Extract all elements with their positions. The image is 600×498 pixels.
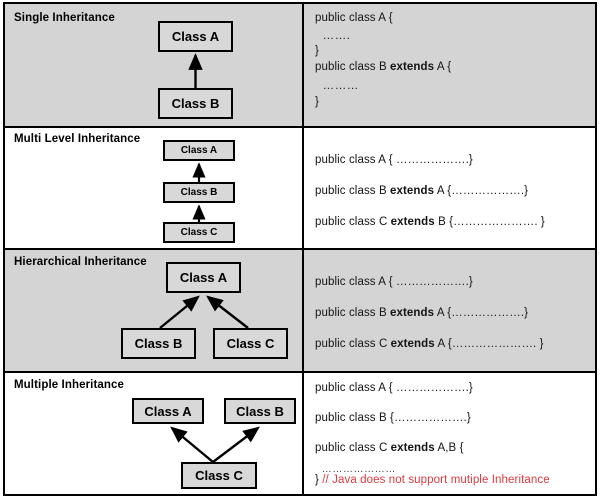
class-box-a[interactable]: Class A: [166, 262, 241, 293]
row-separator-3: [5, 371, 595, 373]
code-line-1: public class A { ……………….}: [315, 276, 473, 288]
diagram-cell-single: Single Inheritance Class A Class B: [5, 4, 302, 126]
code-line-4: public class B extends A {: [315, 61, 451, 73]
class-box-c[interactable]: Class C: [163, 222, 235, 243]
code-line-5: } // Java does not support mutiple Inher…: [315, 474, 550, 486]
class-box-c[interactable]: Class C: [181, 462, 257, 489]
code-text: A {: [434, 61, 452, 73]
code-line-3: public class C extends A {…………………. }: [315, 338, 544, 350]
code-comment: // Java does not support mutiple Inherit…: [322, 474, 550, 486]
code-text: }: [315, 96, 319, 108]
code-text: }: [315, 474, 323, 486]
class-box-b[interactable]: Class B: [121, 328, 196, 359]
code-text: B {…………………. }: [434, 216, 545, 228]
code-line-6: }: [315, 96, 319, 108]
arrow-c-to-a: [170, 426, 214, 463]
code-line-4: …………………: [315, 464, 396, 475]
column-separator-1: [302, 4, 304, 126]
code-text: public class A { ……………….}: [315, 382, 473, 394]
code-line-2: public class B {……………….}: [315, 412, 471, 424]
row-title-hierarchical: Hierarchical Inheritance: [14, 256, 147, 268]
row-separator-2: [5, 248, 595, 250]
class-box-c[interactable]: Class C: [213, 328, 288, 359]
arrow-c-to-a: [206, 295, 249, 329]
code-line-2: public class B extends A {……………….}: [315, 185, 528, 197]
code-text: public class B: [315, 185, 391, 197]
code-keyword: extends: [390, 338, 435, 350]
code-text: public class A { ……………….}: [315, 276, 473, 288]
diagram-cell-hierarchical: Hierarchical Inheritance Class A Class B…: [5, 250, 302, 371]
row-hierarchical-inheritance: Hierarchical Inheritance Class A Class B…: [5, 250, 595, 371]
code-text: public class B: [315, 61, 391, 73]
row-multi-level-inheritance: Multi Level Inheritance Class A Class B …: [5, 128, 595, 248]
column-separator-4: [302, 373, 304, 494]
diagram-cell-multilevel: Multi Level Inheritance Class A Class B …: [5, 128, 302, 248]
code-keyword: extends: [390, 216, 435, 228]
row-title-multiple: Multiple Inheritance: [14, 379, 124, 391]
row-title-single: Single Inheritance: [14, 12, 115, 24]
code-line-2: …….: [315, 30, 351, 42]
inheritance-arrows-multiple: [170, 426, 260, 463]
code-text: …….: [315, 30, 351, 42]
code-keyword: extends: [390, 307, 435, 319]
code-text: public class C: [315, 338, 391, 350]
class-box-b[interactable]: Class B: [158, 88, 233, 119]
code-keyword: extends: [390, 442, 435, 454]
code-line-1: public class A { ……………….}: [315, 382, 473, 394]
code-text: A {…………………. }: [434, 338, 544, 350]
code-line-3: }: [315, 45, 319, 57]
row-title-multilevel: Multi Level Inheritance: [14, 133, 141, 145]
code-text: public class A { ……………….}: [315, 154, 473, 166]
code-text: public class B: [315, 307, 391, 319]
code-text: public class A {: [315, 12, 393, 24]
code-line-3: public class C extends A,B {: [315, 442, 464, 454]
column-separator-2: [302, 128, 304, 248]
code-cell-multiple: public class A { ……………….} public class B…: [304, 373, 595, 494]
diagram-table-frame: Single Inheritance Class A Class B publi…: [3, 2, 597, 496]
arrow-c-to-b: [212, 426, 260, 463]
code-keyword: extends: [390, 185, 435, 197]
code-keyword: extends: [390, 61, 435, 73]
code-text: ………: [315, 80, 359, 92]
code-text: A {……………….}: [434, 307, 529, 319]
code-text: public class C: [315, 216, 391, 228]
code-cell-multilevel: public class A { ……………….} public class B…: [304, 128, 595, 248]
code-text: public class C: [315, 442, 391, 454]
code-text: A {……………….}: [434, 185, 529, 197]
class-box-b[interactable]: Class B: [163, 182, 235, 203]
code-text: …………………: [315, 464, 396, 475]
code-line-2: public class B extends A {……………….}: [315, 307, 528, 319]
diagram-cell-multiple: Multiple Inheritance Class A Class B Cla…: [5, 373, 302, 494]
code-line-1: public class A { ……………….}: [315, 154, 473, 166]
code-line-5: ………: [315, 80, 359, 92]
row-single-inheritance: Single Inheritance Class A Class B publi…: [5, 4, 595, 126]
class-box-a[interactable]: Class A: [132, 398, 204, 424]
code-cell-single: public class A { ……. } public class B ex…: [304, 4, 595, 126]
code-text: public class B {……………….}: [315, 412, 471, 424]
inheritance-arrows-multilevel: [192, 162, 206, 222]
row-multiple-inheritance: Multiple Inheritance Class A Class B Cla…: [5, 373, 595, 494]
code-line-1: public class A {: [315, 12, 393, 24]
class-box-a[interactable]: Class A: [158, 21, 233, 52]
code-line-3: public class C extends B {…………………. }: [315, 216, 545, 228]
code-cell-hierarchical: public class A { ……………….} public class B…: [304, 250, 595, 371]
code-text: }: [315, 45, 319, 57]
row-separator-1: [5, 126, 595, 128]
class-box-b[interactable]: Class B: [224, 398, 296, 424]
column-separator-3: [302, 250, 304, 371]
class-box-a[interactable]: Class A: [163, 140, 235, 161]
arrow-b-to-a: [159, 295, 200, 329]
code-text: A,B {: [434, 442, 464, 454]
